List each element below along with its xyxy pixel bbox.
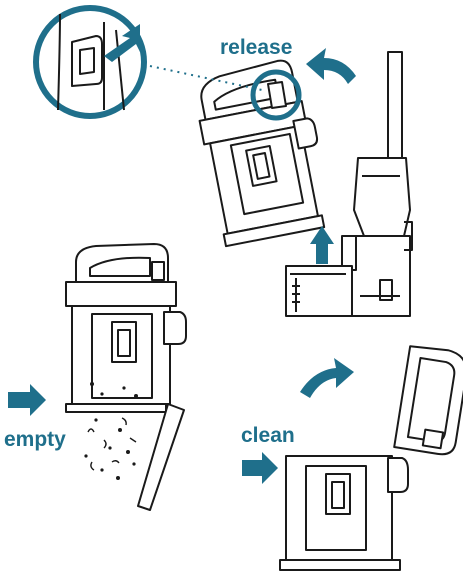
tilted-canister xyxy=(191,56,334,246)
step-clean xyxy=(242,344,463,570)
open-lid xyxy=(394,344,463,456)
clean-label: clean xyxy=(241,425,295,446)
zoom-callout xyxy=(36,8,144,116)
clean-arrow-right-icon xyxy=(242,452,278,484)
empty-arrow-right-icon xyxy=(8,384,46,416)
clean-curved-arrow-icon xyxy=(300,358,354,398)
step-empty xyxy=(8,244,186,510)
open-door xyxy=(138,404,184,510)
release-curved-arrow-icon xyxy=(306,48,356,84)
empty-label: empty xyxy=(4,429,66,450)
release-label: release xyxy=(220,37,292,58)
lift-arrow-up-icon xyxy=(310,226,334,264)
canister-base xyxy=(286,266,352,316)
